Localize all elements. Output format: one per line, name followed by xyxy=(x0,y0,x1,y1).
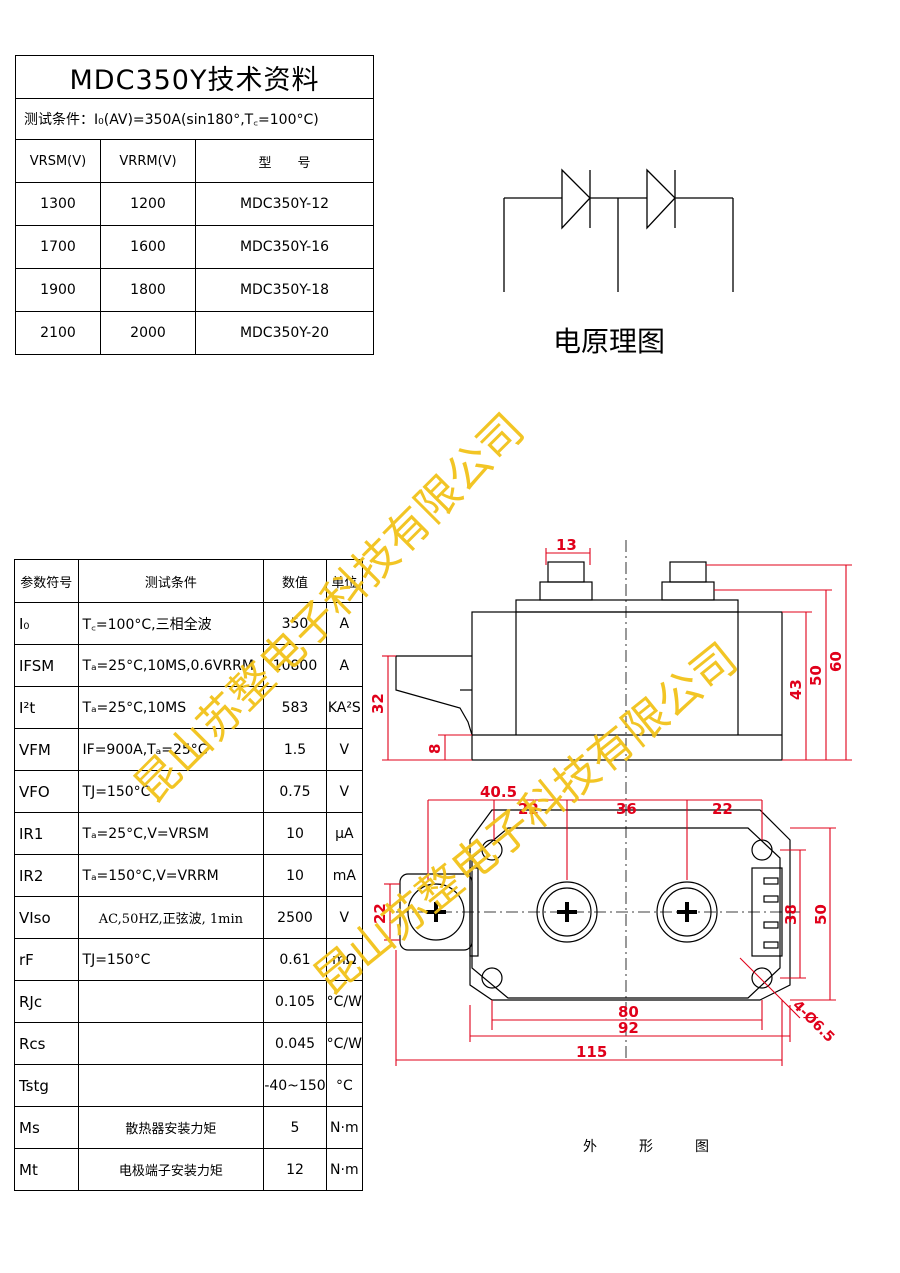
table-cell: 2000 xyxy=(100,311,196,355)
dimension-lines xyxy=(382,548,852,1066)
outline-label: 外 形 图 xyxy=(583,1139,723,1155)
table-cell xyxy=(77,1022,265,1065)
dim-92: 92 xyxy=(618,1019,639,1037)
dim-22b: 22 xyxy=(712,800,733,818)
dim-115: 115 xyxy=(576,1043,607,1061)
dim-38: 38 xyxy=(782,904,800,925)
model-table: MDC350Y技术资料 测试条件：I₀(AV)=350A(sin180°,T꜀=… xyxy=(15,55,374,355)
table-cell: °C xyxy=(325,1064,364,1107)
dim-50: 50 xyxy=(807,665,825,686)
dimension-labels: 13 32 8 43 50 60 40.5 22 36 22 22 38 50 … xyxy=(369,536,845,1061)
table-cell: μA xyxy=(325,812,364,855)
table-cell: mA xyxy=(325,854,364,897)
table-cell: IFSM xyxy=(14,644,79,687)
dim-32: 32 xyxy=(369,693,387,714)
dim-hole: 4-Ø6.5 xyxy=(789,998,837,1046)
schematic-diagram xyxy=(503,168,734,292)
table-cell: 2500 xyxy=(263,896,327,939)
table-cell: MDC350Y-16 xyxy=(195,225,374,269)
doc-title: MDC350Y技术资料 xyxy=(15,55,374,99)
diode-2 xyxy=(646,168,676,230)
table-cell: Mt xyxy=(14,1148,79,1191)
table-cell: N·m xyxy=(325,1106,364,1149)
table-cell: IR1 xyxy=(14,812,79,855)
col-unit: 单位 xyxy=(325,559,364,603)
dim-36: 36 xyxy=(616,800,637,818)
dim-60: 60 xyxy=(827,651,845,672)
table-cell: A xyxy=(325,644,364,687)
table-cell: 电极端子安装力矩 xyxy=(77,1148,265,1191)
col-condition: 测试条件 xyxy=(77,559,265,603)
table-cell: MDC350Y-18 xyxy=(195,268,374,312)
col-symbol: 参数符号 xyxy=(14,559,79,603)
table-cell: 2100 xyxy=(15,311,101,355)
dim-13: 13 xyxy=(556,536,577,554)
top-view xyxy=(396,809,800,1001)
table-cell: MDC350Y-12 xyxy=(195,182,374,226)
table-cell: 1700 xyxy=(15,225,101,269)
table-cell: 0.75 xyxy=(263,770,327,813)
table-cell: mΩ xyxy=(325,938,364,981)
dim-50b: 50 xyxy=(812,904,830,925)
dim-8: 8 xyxy=(426,744,444,754)
table-cell: 散热器安装力矩 xyxy=(77,1106,265,1149)
table-cell: Tₐ=25°C,10MS,0.6VRRM xyxy=(77,644,265,687)
table-cell: Tₐ=150°C,V=VRRM xyxy=(77,854,265,897)
table-cell: N·m xyxy=(325,1148,364,1191)
table-cell: A xyxy=(325,602,364,645)
table-cell: 1800 xyxy=(100,268,196,312)
table-cell: V xyxy=(325,770,364,813)
table-cell: 1.5 xyxy=(263,728,327,771)
table-cell: Tₐ=25°C,V=VRSM xyxy=(77,812,265,855)
table-cell: MDC350Y-20 xyxy=(195,311,374,355)
table-cell: 1300 xyxy=(15,182,101,226)
table-cell: IF=900A,Tₐ=25°C xyxy=(77,728,265,771)
table-cell: VIso xyxy=(14,896,79,939)
col-value: 数值 xyxy=(263,559,327,603)
table-cell xyxy=(77,980,265,1023)
diode-1 xyxy=(561,168,591,230)
schematic-label: 电原理图 xyxy=(553,325,666,358)
dim-80: 80 xyxy=(618,1003,639,1021)
table-cell: 0.61 xyxy=(263,938,327,981)
dim-22-v: 22 xyxy=(371,903,389,924)
table-cell: I²t xyxy=(14,686,79,729)
dim-22a: 22 xyxy=(518,800,539,818)
table-cell: 0.045 xyxy=(263,1022,327,1065)
table-cell: I₀ xyxy=(14,602,79,645)
table-cell: VFO xyxy=(14,770,79,813)
table-cell: °C/W xyxy=(325,1022,364,1065)
table-cell: IR2 xyxy=(14,854,79,897)
table-cell: 5 xyxy=(263,1106,327,1149)
table-cell: 12 xyxy=(263,1148,327,1191)
dim-43: 43 xyxy=(787,679,805,700)
test-condition: 测试条件：I₀(AV)=350A(sin180°,T꜀=100°C) xyxy=(15,98,374,140)
dim-40-5: 40.5 xyxy=(480,783,517,801)
